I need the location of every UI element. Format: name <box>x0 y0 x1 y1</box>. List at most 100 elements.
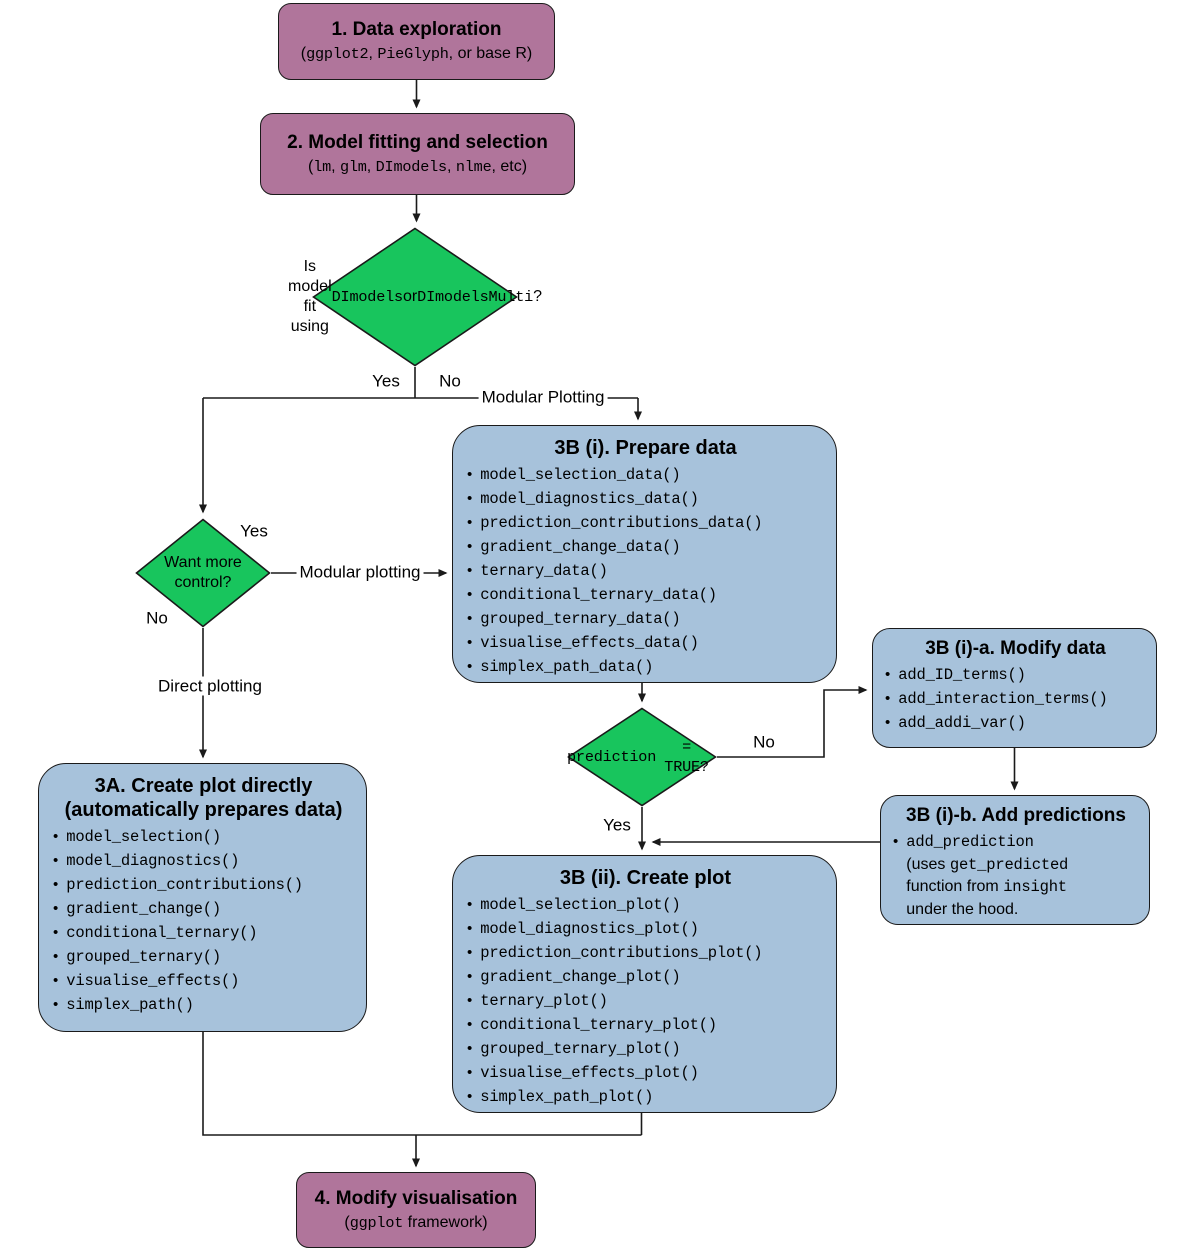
function-item: •gradient_change() <box>53 897 354 921</box>
function-name: gradient_change() <box>66 900 221 918</box>
function-item: •simplex_path_plot() <box>467 1085 824 1109</box>
node-title: 3B (i). Prepare data <box>554 437 737 459</box>
node-title: 3A. Create plot directly (automatically … <box>64 775 343 821</box>
function-item: •grouped_ternary_data() <box>467 607 824 631</box>
label-yes-model-fit: Yes <box>372 371 400 391</box>
label-no-prediction: No <box>753 732 775 752</box>
node-data-exploration: 1. Data exploration (ggplot2, PieGlyph, … <box>278 3 555 80</box>
function-item: •model_selection_data() <box>467 463 824 487</box>
function-name: simplex_path_plot() <box>480 1088 654 1106</box>
bullet-icon: • <box>467 634 473 651</box>
function-item: •prediction_contributions() <box>53 873 354 897</box>
bullet-icon: • <box>467 944 473 961</box>
bullet-icon: • <box>467 968 473 985</box>
bullet-icon: • <box>467 896 473 913</box>
bullet-icon: • <box>53 924 59 941</box>
label-yes-want-control: Yes <box>240 521 268 541</box>
function-item: •add_interaction_terms() <box>885 687 1146 711</box>
function-name: add_ID_terms() <box>898 666 1026 684</box>
function-item: •conditional_ternary_data() <box>467 583 824 607</box>
bullet-icon: • <box>467 490 473 507</box>
function-name: conditional_ternary_plot() <box>480 1016 717 1034</box>
bullet-icon: • <box>467 992 473 1009</box>
bullet-icon: • <box>467 562 473 579</box>
decision-diamond-shape <box>567 707 717 807</box>
function-item: •model_selection_plot() <box>467 893 824 917</box>
label-yes-prediction: Yes <box>603 815 631 835</box>
function-item: • model_diagnostics() <box>53 849 354 873</box>
node-title: 4. Modify visualisation <box>314 1187 518 1209</box>
node-3a-create-plot-directly: 3A. Create plot directly (automatically … <box>38 763 367 1032</box>
bullet-icon: • <box>467 1040 473 1057</box>
function-name: simplex_path_data() <box>480 658 654 676</box>
bullet-icon: • <box>53 852 59 869</box>
function-name: grouped_ternary() <box>66 948 221 966</box>
function-item: •add_addi_var() <box>885 711 1146 735</box>
function-item: • model_diagnostics_data() <box>467 487 824 511</box>
function-item: • prediction_contributions_plot() <box>467 941 824 965</box>
bullet-icon: • <box>885 714 891 731</box>
bullet-icon: • <box>53 996 59 1013</box>
function-item: •visualise_effects() <box>53 969 354 993</box>
bullet-icon: • <box>467 466 473 483</box>
bullet-icon: • <box>467 1016 473 1033</box>
function-item-text: add_prediction (uses get_predicted funct… <box>906 833 1069 918</box>
function-item: •ternary_plot() <box>467 989 824 1013</box>
function-item: •ternary_data() <box>467 559 824 583</box>
decision-text: Want more control? <box>164 554 242 591</box>
function-item: •prediction_contributions_data() <box>467 511 824 535</box>
function-name: model_diagnostics() <box>66 852 240 870</box>
bullet-icon: • <box>53 828 59 845</box>
function-name: grouped_ternary_plot() <box>480 1040 681 1058</box>
function-item: • model_selection() <box>53 825 354 849</box>
decision-prediction: prediction = TRUE? <box>567 707 717 807</box>
label-direct-plotting: Direct plotting <box>155 676 265 696</box>
label-modular-plotting-top: Modular Plotting <box>478 387 608 407</box>
function-item: • grouped_ternary_plot() <box>467 1037 824 1061</box>
node-title: 3B (i)-a. Modify data <box>925 638 1106 659</box>
node-3b-ib-add-predictions: 3B (i)-b. Add predictions • add_predicti… <box>880 795 1150 925</box>
function-name: conditional_ternary() <box>66 924 258 942</box>
function-item: •gradient_change_data() <box>467 535 824 559</box>
function-item: • model_diagnostics_plot() <box>467 917 824 941</box>
node-3b-ii-create-plot: 3B (ii). Create plot •model_selection_pl… <box>452 855 837 1113</box>
function-item: •simplex_path() <box>53 993 354 1017</box>
decision-want-control: Want more control? <box>135 518 271 628</box>
function-item: •visualise_effects_plot() <box>467 1061 824 1085</box>
function-name: prediction_contributions_plot() <box>480 944 763 962</box>
function-item: • conditional_ternary() <box>53 921 354 945</box>
edge-prediction-no-to-3b-ia <box>717 686 868 758</box>
function-list: •add_ID_terms()•add_interaction_terms()•… <box>885 663 1146 735</box>
bullet-icon: • <box>885 690 891 707</box>
function-name: visualise_effects() <box>66 972 240 990</box>
bullet-icon: • <box>467 1064 473 1081</box>
function-item: •simplex_path_data() <box>467 655 824 679</box>
function-item: •gradient_change_plot() <box>467 965 824 989</box>
label-no-model-fit: No <box>439 371 461 391</box>
node-modify-visualisation: 4. Modify visualisation (ggplot framewor… <box>296 1172 536 1248</box>
bullet-icon: • <box>467 538 473 555</box>
node-subtitle: (ggplot2, PieGlyph, or base R) <box>300 45 533 63</box>
node-3b-ia-modify-data: 3B (i)-a. Modify data • add_ID_terms() •ad… <box>872 628 1157 748</box>
bullet-icon: • <box>53 948 59 965</box>
function-item: • grouped_ternary() <box>53 945 354 969</box>
node-subtitle: (lm, glm, DImodels, nlme, etc) <box>307 157 528 176</box>
function-name: prediction_contributions() <box>66 876 303 894</box>
node-title: 1. Data exploration <box>331 19 502 40</box>
function-name: prediction_contributions_data() <box>480 514 763 532</box>
node-title: 3B (ii). Create plot <box>559 867 732 889</box>
bullet-icon: • <box>885 666 891 683</box>
decision-text: Is model fit using DImodels or DImodelsM… <box>288 258 542 335</box>
function-name: model_diagnostics_plot() <box>480 920 699 938</box>
node-title: 2. Model fitting and selection <box>287 131 548 153</box>
decision-diamond-shape <box>135 518 271 628</box>
node-3b-i-prepare-data: 3B (i). Prepare data •model_selection_da… <box>452 425 837 683</box>
function-item: • conditional_ternary_plot() <box>467 1013 824 1037</box>
function-name: visualise_effects_data() <box>480 634 699 652</box>
function-item: • add_prediction (uses get_predicted fun… <box>893 830 1139 920</box>
function-name: model_selection() <box>66 828 221 846</box>
function-name: model_diagnostics_data() <box>480 490 699 508</box>
function-list: •model_selection()•model_diagnostics()•p… <box>53 825 354 1017</box>
bullet-icon: • <box>467 920 473 937</box>
